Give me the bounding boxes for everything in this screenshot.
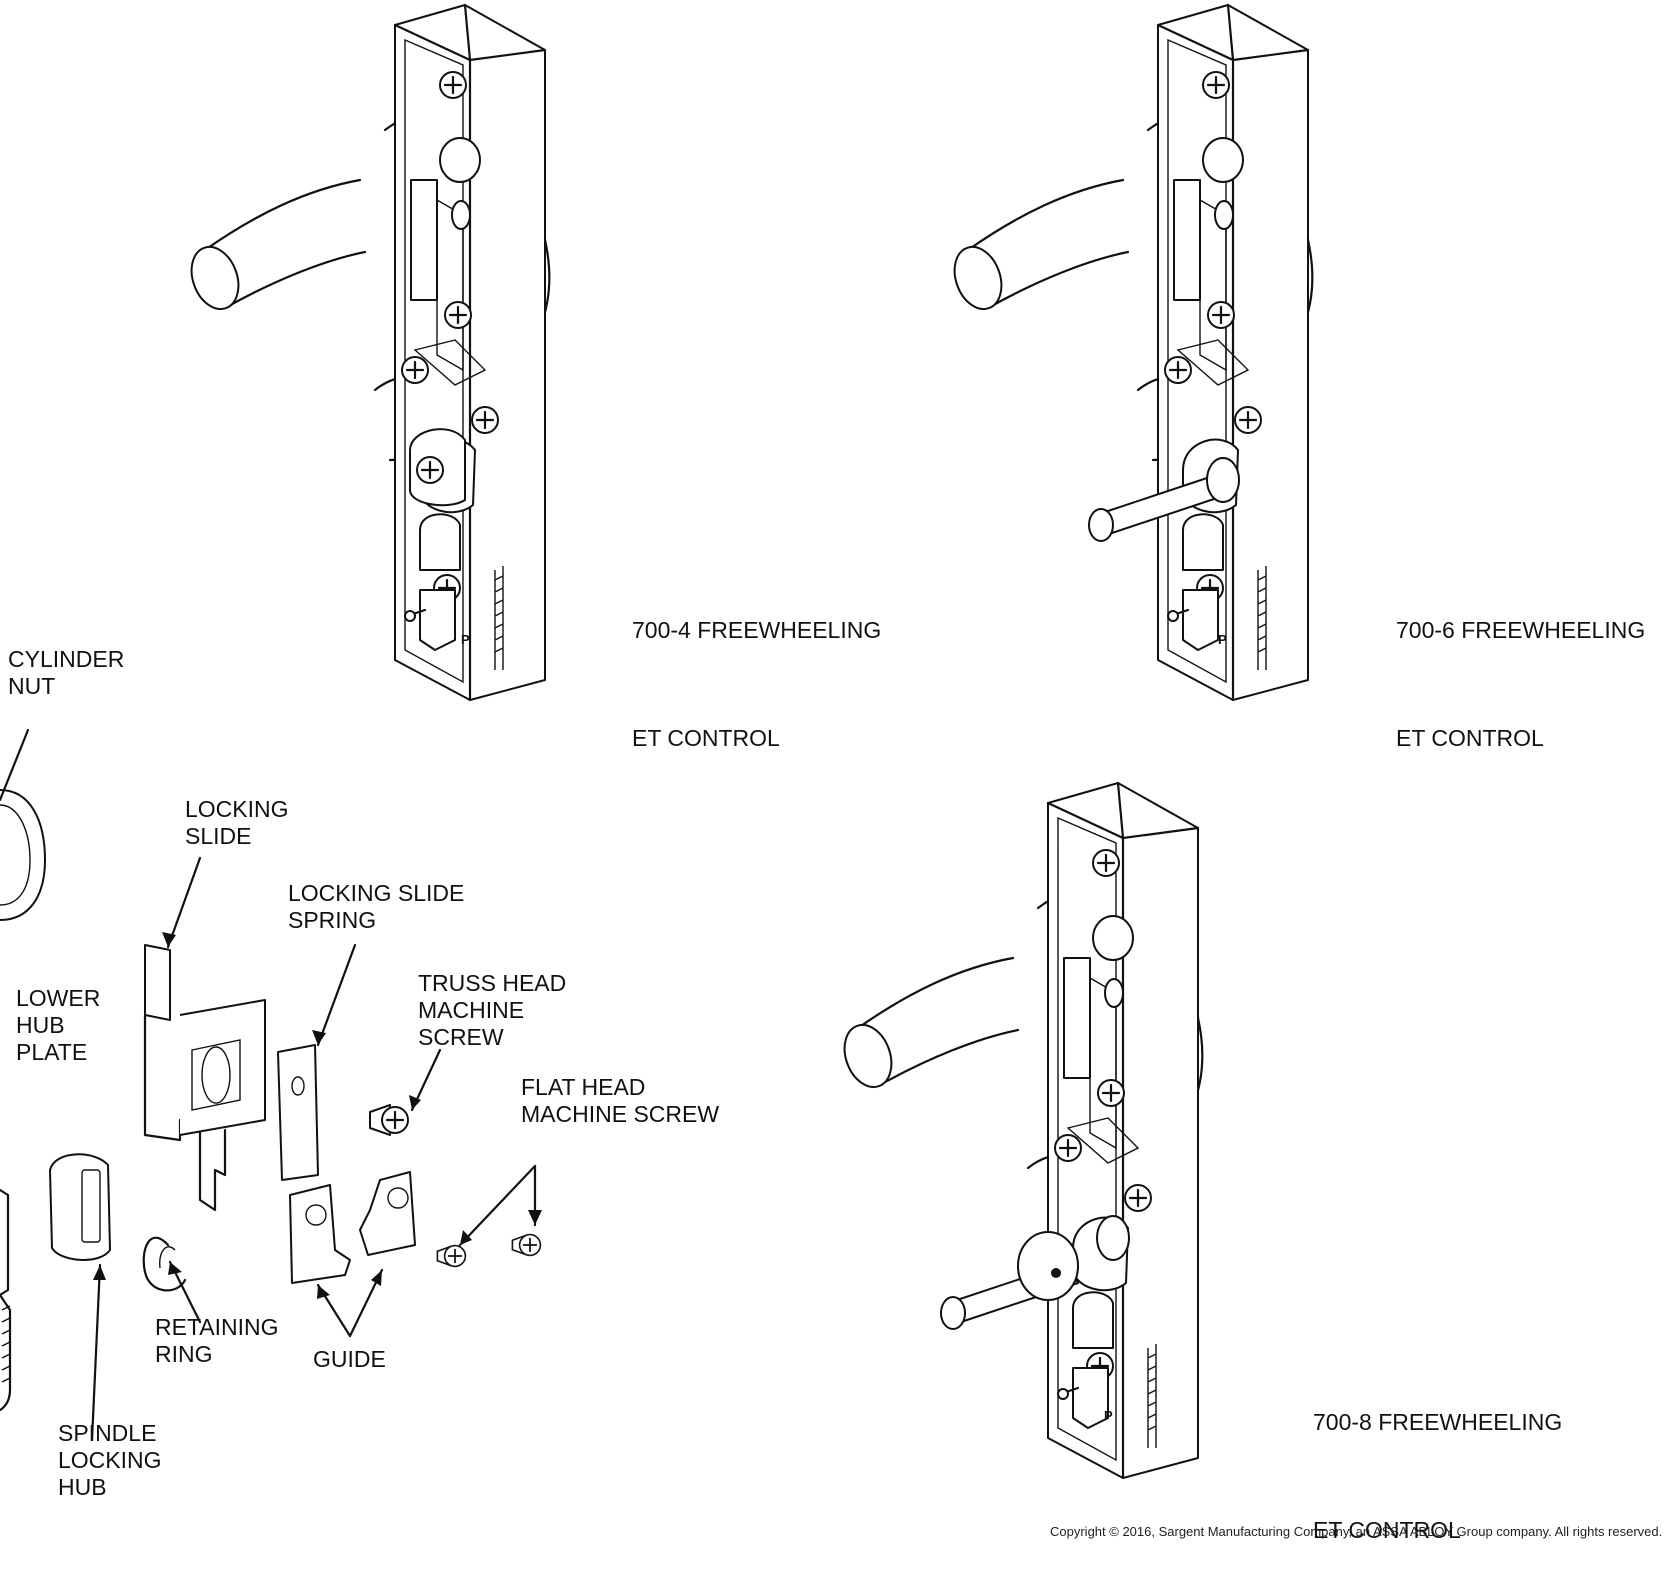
caption-700-8-line1: 700-8 FREEWHEELING xyxy=(1313,1409,1563,1435)
label-truss-head-machine-screw: TRUSS HEAD MACHINE SCREW xyxy=(418,970,567,1050)
label-guide: GUIDE xyxy=(313,1346,386,1372)
label-cylinder-nut: CYLINDER NUT xyxy=(8,646,125,699)
label-lower-hub-plate: LOWER HUB PLATE xyxy=(16,985,101,1065)
caption-700-4: 700-4 FREEWHEELING ET CONTROL xyxy=(632,540,881,792)
caption-700-6-line1: 700-6 FREEWHEELING xyxy=(1396,617,1646,643)
part-mark-700-4: P xyxy=(461,632,470,647)
part-mark-700-6: P xyxy=(1218,632,1227,647)
caption-700-8: 700-8 FREEWHEELING ET CONTROL xyxy=(1313,1332,1562,1584)
caption-700-6-line2: ET CONTROL xyxy=(1396,725,1544,751)
caption-700-6: 700-6 FREEWHEELING ET CONTROL xyxy=(1396,540,1645,792)
label-retaining-ring: RETAINING RING xyxy=(155,1314,279,1367)
assembly-700-6 xyxy=(946,5,1312,700)
caption-700-4-line1: 700-4 FREEWHEELING xyxy=(632,617,882,643)
label-locking-slide-spring: LOCKING SLIDE SPRING xyxy=(288,880,465,933)
assembly-700-8 xyxy=(836,783,1202,1478)
label-spindle-locking-hub: SPINDLE LOCKING HUB xyxy=(58,1420,162,1500)
copyright-text: Copyright © 2016, Sargent Manufacturing … xyxy=(1050,1524,1663,1539)
assembly-700-4 xyxy=(183,5,549,700)
exploded-parts xyxy=(0,789,542,1412)
leader-lines xyxy=(0,728,542,1442)
caption-700-4-line2: ET CONTROL xyxy=(632,725,780,751)
exploded-parts-diagram xyxy=(0,0,1676,1536)
label-locking-slide: LOCKING SLIDE xyxy=(185,796,289,849)
label-flat-head-machine-screw: FLAT HEAD MACHINE SCREW xyxy=(521,1074,720,1127)
part-mark-700-8: P xyxy=(1104,1408,1113,1423)
